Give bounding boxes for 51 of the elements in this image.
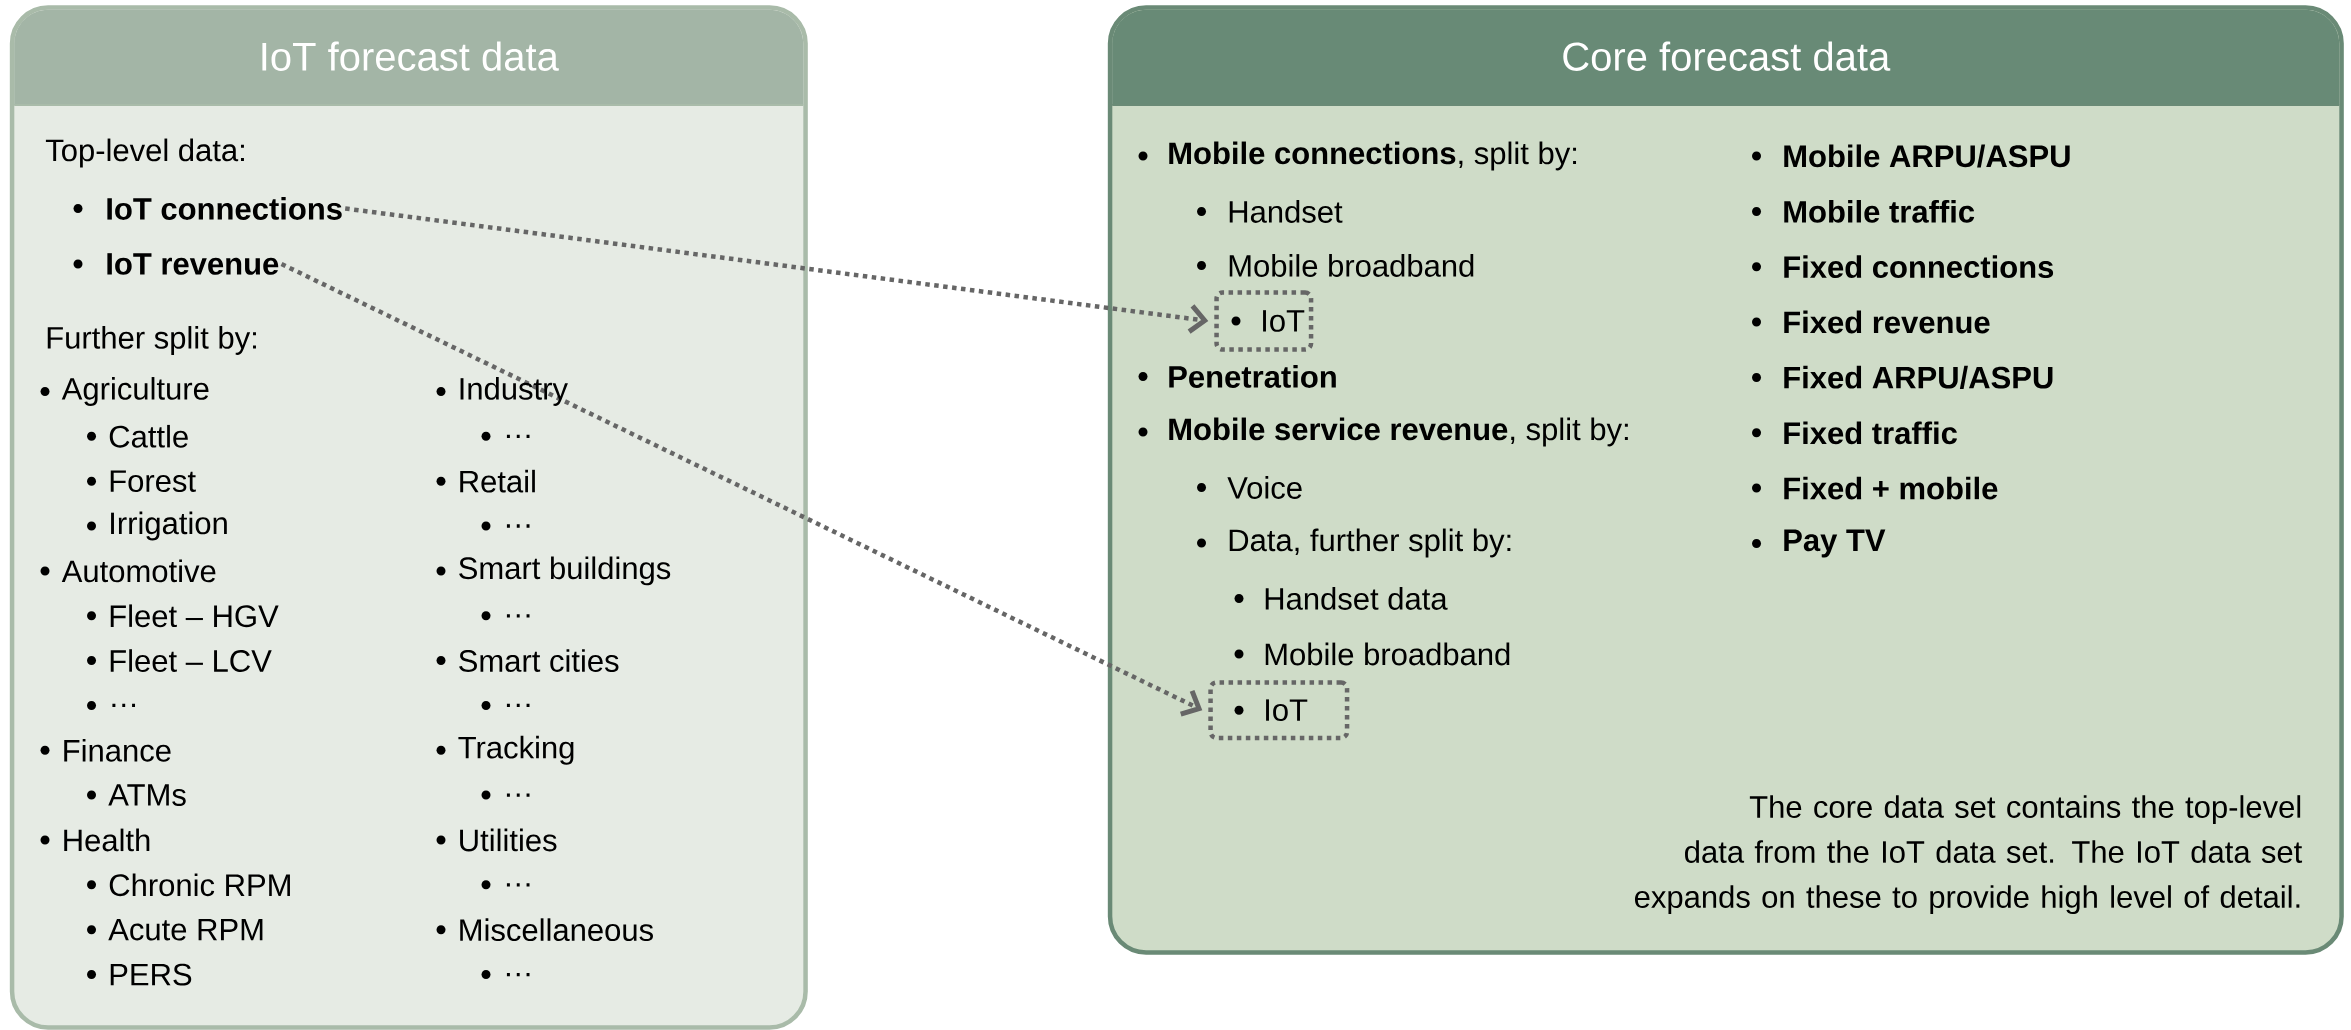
list-item: Mobile connections, split by:: [1169, 141, 1577, 171]
list-item: Irrigation: [111, 511, 227, 541]
arrow: [280, 261, 1203, 717]
list-item: Mobile traffic: [1784, 200, 1975, 223]
list-item: …: [506, 434, 530, 438]
list-item: Smart buildings: [459, 556, 671, 586]
list-item: …: [506, 793, 530, 797]
list-item: Data, further split by:: [1229, 528, 1511, 558]
list-item: Health: [64, 828, 150, 852]
list-item: …: [506, 703, 530, 708]
list-item: Mobile service revenue, split by:: [1169, 417, 1628, 447]
list-item: Fixed revenue: [1784, 310, 1990, 334]
list-item: Voice: [1227, 476, 1302, 499]
list-item: Fixed connections: [1784, 255, 2054, 279]
list-item: Miscellaneous: [460, 918, 653, 942]
list-item: ATMs: [108, 784, 186, 806]
list-item: …: [506, 614, 530, 618]
list-item: Pay TV: [1784, 529, 1886, 558]
list-item: …: [506, 972, 530, 977]
list-item: Handset data: [1265, 587, 1448, 610]
highlight-box: IoT: [1208, 680, 1350, 741]
heading: Further split by:: [47, 326, 256, 355]
list-item: Retail: [460, 469, 535, 493]
list-item: Mobile ARPU/ASPU: [1784, 144, 2070, 168]
list-item: …: [506, 883, 530, 887]
list-item: Handset: [1229, 200, 1343, 223]
list-item: Fixed ARPU/ASPU: [1784, 365, 2053, 389]
list-item: IoT revenue: [107, 253, 279, 275]
list-item: PERS: [110, 963, 192, 986]
list-item: Fixed + mobile: [1784, 476, 1998, 500]
list-item: Agriculture: [61, 377, 209, 406]
list-item: …: [112, 703, 135, 708]
list-item: Acute RPM: [108, 918, 263, 941]
list-item: Forest: [110, 470, 196, 492]
list-item: IoT connections: [107, 197, 342, 220]
list-item: Fleet – LCV: [110, 649, 272, 672]
list-item: Fixed traffic: [1784, 421, 1957, 445]
list-item: Fleet – HGV: [110, 604, 279, 628]
highlight-box: IoT: [1214, 290, 1314, 352]
heading: Top-level data:: [45, 138, 244, 168]
list-item: Mobile broadband: [1265, 642, 1510, 666]
list-item: Cattle: [109, 424, 188, 448]
list-item: Chronic RPM: [109, 873, 290, 897]
list-item: Finance: [64, 738, 171, 762]
list-item: Utilities: [460, 828, 557, 852]
list-item: Tracking: [458, 735, 574, 765]
list-item: …: [506, 524, 530, 528]
note: The core data set contains the top-level data from the IoT data set. The IoT data set expands on these to provide high level of detail.: [1635, 795, 2303, 915]
list-item: Smart cities: [459, 649, 619, 672]
list-item: Automotive: [61, 559, 216, 583]
arrow: [344, 206, 1209, 334]
